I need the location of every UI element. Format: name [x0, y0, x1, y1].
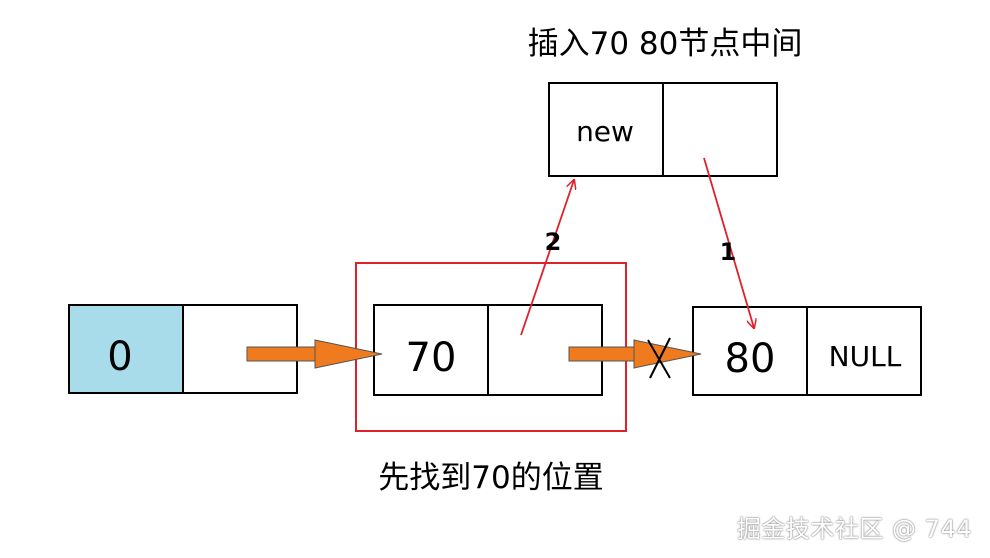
node-80: 80 NULL: [692, 306, 922, 396]
new-node: new: [548, 82, 778, 177]
head-node: 0: [68, 304, 298, 394]
orange-arrow-70-to-80: [568, 339, 702, 369]
node-80-next: NULL: [829, 340, 902, 373]
head-node-value: 0: [107, 334, 132, 380]
orange-arrow-head-to-70: [246, 339, 383, 369]
node-70: 70: [373, 304, 603, 396]
cross-mark-icon: [647, 337, 671, 379]
node-70-value: 70: [406, 335, 457, 381]
node-80-value: 80: [725, 336, 776, 382]
step-2-label: 2: [545, 228, 562, 256]
diagram-title: 插入70 80节点中间: [528, 26, 803, 62]
diagram-caption: 先找到70的位置: [378, 460, 603, 496]
watermark: 掘金技术社区 @ 744: [736, 515, 972, 543]
step-1-label: 1: [720, 238, 737, 266]
red-arrow-step-1: [703, 157, 754, 328]
new-node-value: new: [576, 115, 634, 148]
red-arrow-step-2: [520, 180, 574, 336]
